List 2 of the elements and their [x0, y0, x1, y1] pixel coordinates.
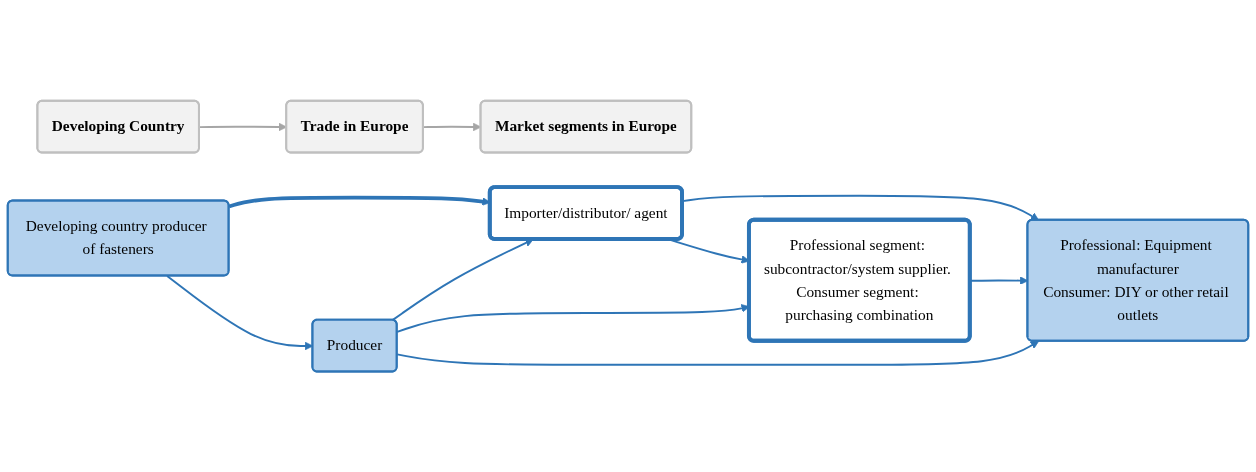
arrow — [391, 238, 534, 321]
arrow — [396, 340, 1039, 366]
